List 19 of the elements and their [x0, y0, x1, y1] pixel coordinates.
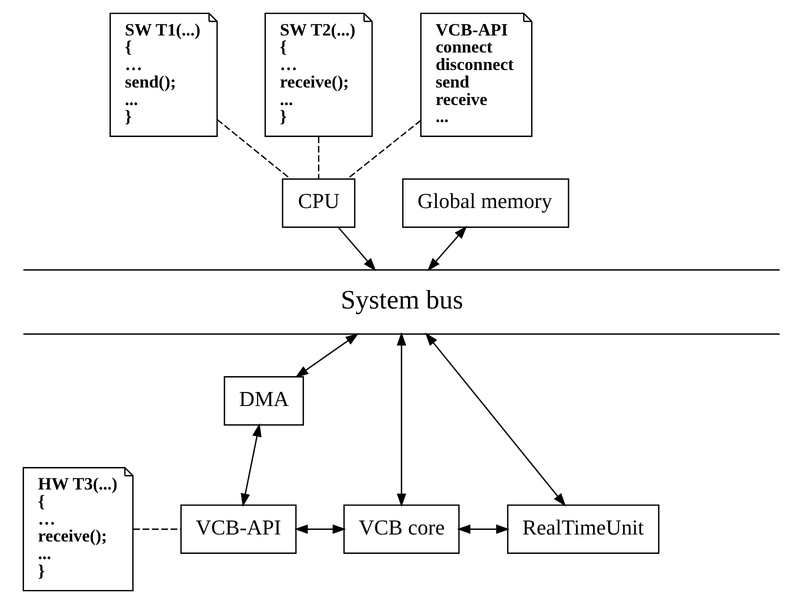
connector [346, 120, 422, 180]
node-box: Global memory [402, 178, 570, 228]
arrow [427, 226, 468, 272]
node-box: RealTimeUnit [507, 504, 660, 554]
connector [318, 136, 320, 179]
arrow [425, 332, 566, 506]
arrow [240, 423, 262, 507]
node-box: VCB core [343, 504, 460, 554]
arrow [456, 524, 510, 534]
connector [217, 119, 291, 180]
node-text: System bus [340, 284, 464, 315]
arrow [295, 333, 359, 378]
node-box: CPU [282, 178, 356, 228]
arrow [396, 332, 406, 507]
node-box: DMA [224, 376, 304, 426]
node-box: VCB-API [180, 504, 297, 554]
arrow [338, 226, 376, 272]
connector [133, 528, 181, 530]
arrow [294, 524, 346, 534]
